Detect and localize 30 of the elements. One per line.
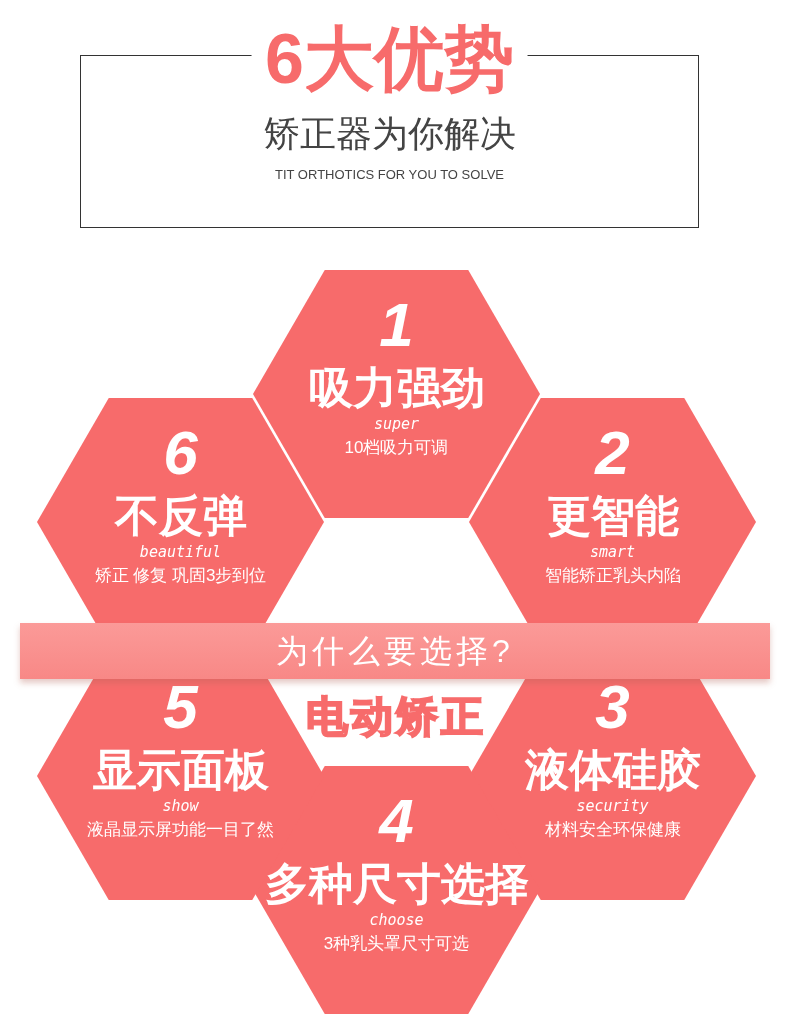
description: 矫正 修复 巩固3步到位 (94, 567, 267, 584)
heading: 6大优势 (251, 24, 528, 94)
number: 5 (163, 676, 198, 738)
description: 3种乳头罩尺寸可选 (323, 935, 470, 952)
number: 3 (595, 676, 630, 738)
banner (20, 623, 770, 679)
english-subtitle: security (576, 799, 649, 814)
english-subtitle: beautiful (139, 545, 222, 560)
number: 4 (379, 790, 414, 852)
number: 6 (163, 422, 198, 484)
english-subtitle: TIT ORTHOTICS FOR YOU TO SOLVE (275, 168, 504, 181)
hexagon-title: 液体硅胶 (524, 748, 701, 792)
english-subtitle: show (162, 799, 199, 814)
english-subtitle: smart (589, 545, 636, 560)
description: 材料安全环保健康 (544, 821, 681, 838)
slogan: 电动矫正 (306, 696, 486, 738)
hexagon-title: 多种尺寸选择 (264, 862, 529, 906)
description: 液晶显示屏功能一目了然 (87, 821, 274, 838)
subtitle: 矫正器为你解决 (263, 116, 516, 152)
hexagon-title: 显示面板 (92, 748, 269, 792)
number: 1 (379, 294, 414, 356)
description: 10档吸力可调 (344, 439, 449, 456)
hexagon-title: 更智能 (546, 494, 679, 538)
number: 2 (595, 422, 630, 484)
banner-text: 为什么要选择? (276, 635, 514, 667)
hexagon-title: 吸力强劲 (308, 366, 485, 410)
description: 智能矫正乳头内陷 (544, 567, 681, 584)
hexagon-title: 不反弹 (114, 494, 247, 538)
english-subtitle: choose (369, 913, 424, 928)
english-subtitle: super (373, 417, 420, 432)
